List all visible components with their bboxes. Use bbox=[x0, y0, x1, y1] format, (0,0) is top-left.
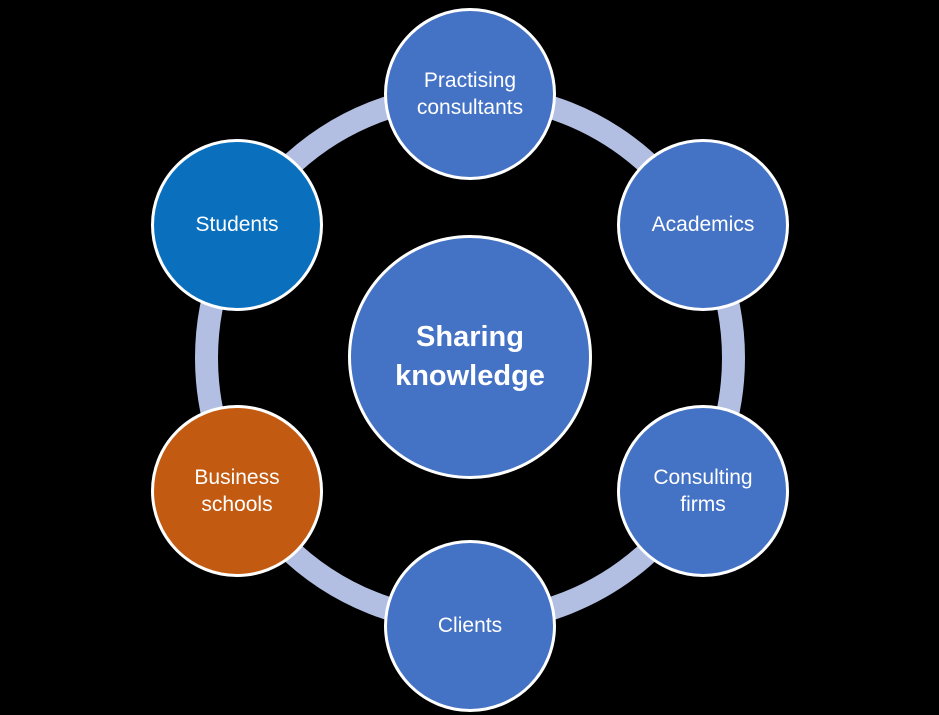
node-label: Consulting firms bbox=[653, 465, 753, 516]
node-label: Practising consultants bbox=[416, 68, 524, 119]
node-label: Academics bbox=[651, 213, 755, 237]
node-clients: Clients bbox=[384, 540, 556, 712]
center-label: Sharing knowledge bbox=[395, 320, 545, 392]
node-students: Students bbox=[151, 139, 323, 311]
node-practising-consultants: Practising consultants bbox=[384, 8, 556, 180]
node-sharing-knowledge: Sharing knowledge bbox=[348, 235, 592, 479]
node-label: Students bbox=[195, 213, 279, 237]
node-label: Clients bbox=[437, 614, 503, 638]
node-academics: Academics bbox=[617, 139, 789, 311]
node-consulting-firms: Consulting firms bbox=[617, 405, 789, 577]
node-business-schools: Business schools bbox=[151, 405, 323, 577]
node-label: Business schools bbox=[194, 465, 280, 516]
